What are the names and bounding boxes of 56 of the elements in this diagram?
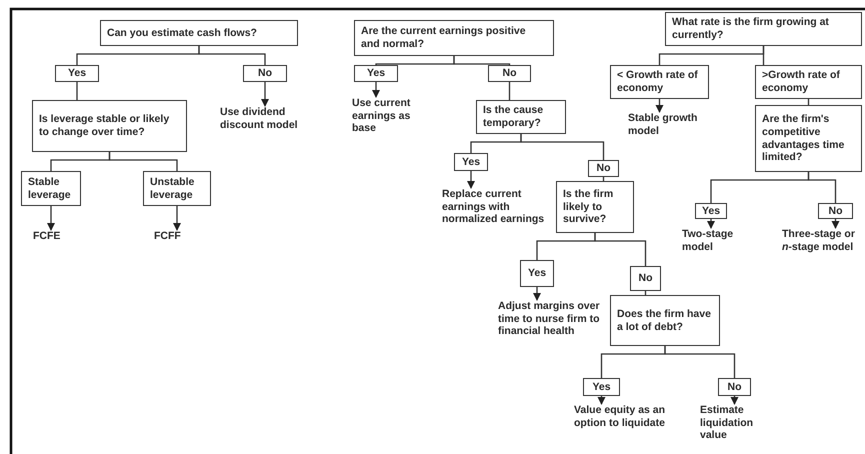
answer-box: No [630,266,661,291]
connector-line [108,152,178,171]
answer-box: No [588,160,619,177]
answer-box: Yes [55,65,99,82]
arrow [533,287,541,301]
outcome-text: Use dividend discount model [220,106,320,136]
answer-box: No [718,378,751,396]
connector-line [520,134,604,160]
connector-line [76,82,78,100]
outcome-text: Two-stage model [682,228,752,258]
question-box: Are the firm's competitive advantages time limited? [755,105,862,172]
arrow [832,219,840,229]
outcome-text: FCFE [33,230,65,244]
connector-line [664,346,736,378]
question-box: Unstable leverage [143,171,211,206]
answer-box: Yes [454,153,488,171]
arrow [730,396,738,405]
connector-line [198,46,266,65]
question-box: Can you estimate cash flows? [100,20,298,46]
outcome-text: Use current earnings as base [352,97,436,139]
arrow [707,219,715,229]
arrow [372,82,380,98]
answer-box: Yes [695,203,727,219]
question-box: >Growth rate of economy [755,65,862,99]
question-box: Are the current earnings positive and normal? [354,20,554,56]
arrow [261,82,269,107]
outcome-text: FCFF [154,230,186,244]
arrow [598,396,606,405]
question-box: Is leverage stable or likely to change over time? [32,100,187,152]
question-box: Does the firm have a lot of debt? [610,295,720,346]
question-box: Stable leverage [21,171,81,206]
question-box: < Growth rate of economy [610,65,709,99]
answer-box: No [818,203,853,219]
answer-box: Yes [354,65,398,82]
outcome-text: Stable growth model [628,112,720,140]
connector-line [453,56,510,66]
connector-line [508,82,510,100]
arrow [467,171,475,189]
arrow [656,99,664,113]
connector-line [808,172,836,203]
question-box: Is the cause temporary? [476,100,566,134]
outcome-text: Value equity as an option to liquidate [574,404,670,448]
outcome-text: Adjust margins over time to nurse firm to financial health [498,300,600,370]
answer-box: Yes [583,378,620,396]
answer-box: No [488,65,531,82]
connector-line [762,46,764,65]
arrow [173,206,181,231]
answer-box: No [243,65,287,82]
answer-box: Yes [520,260,554,287]
connector-line [594,233,646,266]
question-box: What rate is the firm growing at currently? [665,12,862,46]
outcome-text: Estimate liquidation value [700,404,768,448]
outcome-text: Replace current earnings with normalized earnings [442,188,548,244]
question-box: Is the firm likely to survive? [556,181,634,233]
arrow [47,206,55,231]
outcome-text: Three-stage or n-stage model [782,228,864,272]
